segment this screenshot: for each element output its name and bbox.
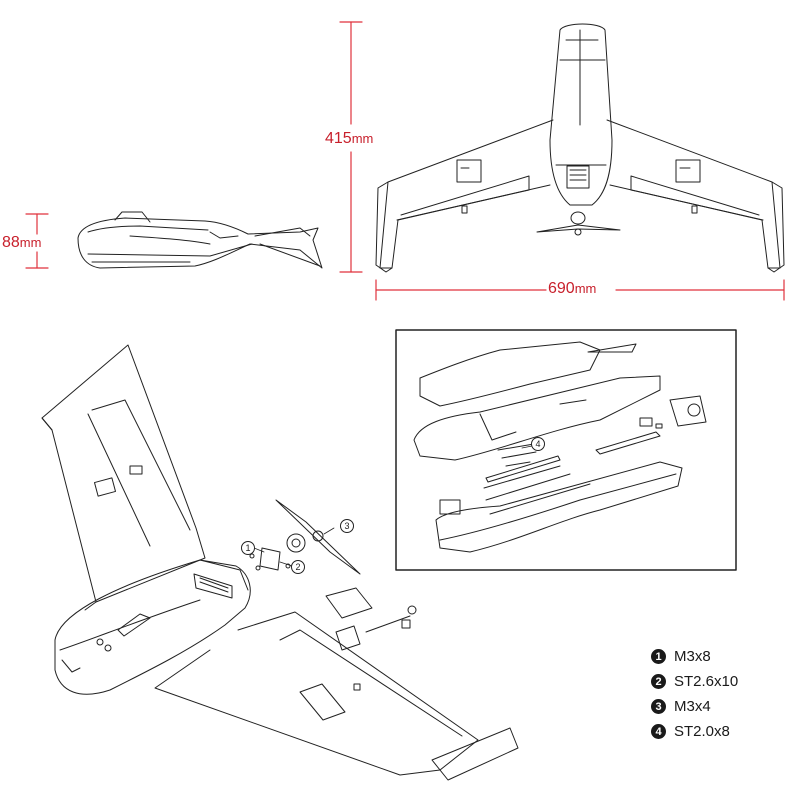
- span-dimension-label: 690mm: [548, 280, 596, 298]
- legend-row: 2 ST2.6x10: [651, 669, 738, 694]
- callout-1: 1: [241, 541, 255, 555]
- length-dimension-label: 415mm: [325, 130, 373, 148]
- height-dimension-label: 88mm: [2, 234, 41, 252]
- legend-label: M3x4: [674, 698, 711, 715]
- callout-leaders: [253, 445, 533, 567]
- legend-number: 3: [651, 699, 666, 714]
- legend-number: 2: [651, 674, 666, 689]
- height-unit: mm: [19, 235, 42, 250]
- length-value: 415: [325, 130, 352, 147]
- legend-label: ST2.6x10: [674, 673, 739, 690]
- top-view: [375, 23, 785, 273]
- callout-4: 4: [531, 437, 545, 451]
- legend-row: 3 M3x4: [651, 694, 738, 719]
- inset-exploded-view: [395, 329, 737, 571]
- length-unit: mm: [351, 131, 374, 146]
- assembly-view: [41, 344, 519, 781]
- side-view: [77, 211, 323, 269]
- height-value: 88: [2, 234, 20, 251]
- span-unit: mm: [574, 281, 597, 296]
- legend-number: 4: [651, 724, 666, 739]
- legend-number: 1: [651, 649, 666, 664]
- dimension-lines: [25, 21, 785, 301]
- legend-label: ST2.0x8: [674, 723, 730, 740]
- hardware-legend: 1 M3x8 2 ST2.6x10 3 M3x4 4 ST2.0x8: [651, 644, 738, 744]
- legend-row: 4 ST2.0x8: [651, 719, 738, 744]
- callout-2: 2: [291, 560, 305, 574]
- callout-3: 3: [340, 519, 354, 533]
- legend-label: M3x8: [674, 648, 711, 665]
- legend-row: 1 M3x8: [651, 644, 738, 669]
- span-value: 690: [548, 280, 575, 297]
